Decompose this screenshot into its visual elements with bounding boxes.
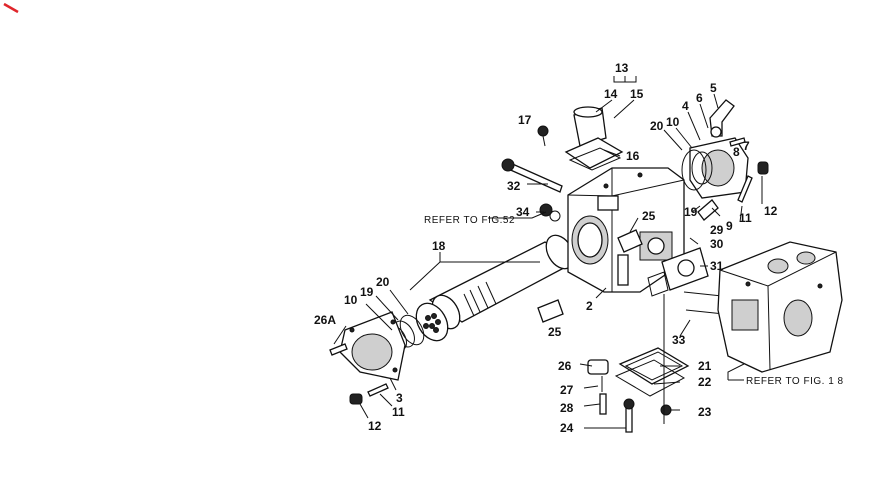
part-labels: 13 14 15 17 16 5 6 4 20 10 8 7 32 34 25 …: [314, 61, 778, 435]
label-18: 18: [432, 239, 446, 253]
leader-lines: [333, 76, 763, 429]
refer-fig-18: REFER TO FIG. 1 8: [746, 376, 844, 387]
o-ring-10-right: [691, 151, 713, 185]
label-33: 33: [672, 333, 686, 347]
label-10-right: 10: [666, 115, 680, 129]
filter-cap: [564, 106, 624, 171]
label-6: 6: [696, 91, 703, 105]
refer-fig-52: REFER TO FIG.52: [424, 215, 515, 226]
label-24: 24: [560, 421, 574, 435]
bolt-17-shank: [542, 135, 546, 147]
bolt-17: [537, 125, 549, 137]
label-26a: 26A: [314, 313, 336, 327]
nipple-25-upper: [617, 229, 643, 253]
label-32: 32: [507, 179, 521, 193]
label-23: 23: [698, 405, 712, 419]
label-11-right: 11: [739, 211, 752, 225]
end-cover: [339, 311, 406, 381]
label-13: 13: [615, 61, 629, 75]
label-31: 31: [710, 259, 724, 273]
red-corner-mark: [3, 2, 19, 14]
label-11-left: 11: [392, 405, 405, 419]
label-19-left: 19: [360, 285, 374, 299]
label-16: 16: [626, 149, 640, 163]
filter-element: [415, 302, 449, 342]
plug-34-washer: [549, 210, 561, 222]
main-housing: [567, 167, 685, 293]
bolt-24-head: [623, 398, 635, 410]
label-22: 22: [698, 375, 712, 389]
label-7: 7: [743, 139, 750, 153]
o-ring-20-left: [399, 314, 425, 346]
label-8: 8: [733, 145, 740, 159]
label-15: 15: [630, 87, 644, 101]
spring-9: [711, 207, 721, 217]
bolt-26a: [329, 343, 348, 356]
valve-cover-21: [618, 347, 690, 385]
label-20-right: 20: [650, 119, 664, 133]
filter-cartridge: [428, 234, 577, 330]
label-17: 17: [518, 113, 532, 127]
label-9: 9: [726, 219, 733, 233]
label-5: 5: [710, 81, 717, 95]
nut-12-bottom: [349, 393, 363, 405]
screw-7: [729, 137, 746, 147]
label-20-left: 20: [376, 275, 390, 289]
label-3: 3: [396, 391, 403, 405]
bolt-32-head: [501, 158, 515, 172]
plunger-26: [587, 359, 609, 375]
valve-29: [697, 199, 719, 221]
label-12-right: 12: [764, 204, 778, 218]
engine-block: [717, 241, 843, 373]
stud-11-right: [737, 175, 753, 203]
label-10-left: 10: [344, 293, 358, 307]
gasket-20-right: [681, 149, 707, 191]
bolt-23: [660, 404, 672, 416]
stud-11-bottom: [367, 383, 389, 397]
label-26: 26: [558, 359, 572, 373]
label-34: 34: [516, 205, 530, 219]
gasket-22: [614, 359, 686, 397]
nut-12-right: [757, 161, 769, 175]
nipple-25-lower: [537, 299, 564, 323]
label-4: 4: [682, 99, 689, 113]
label-30: 30: [710, 237, 724, 251]
label-19-right: 19: [684, 205, 698, 219]
label-25-upper: 25: [642, 209, 656, 223]
label-2: 2: [586, 299, 593, 313]
label-29: 29: [710, 223, 724, 237]
studs-33: [683, 291, 725, 315]
label-27: 27: [560, 383, 574, 397]
label-28: 28: [560, 401, 574, 415]
label-14: 14: [604, 87, 618, 101]
label-25-lower: 25: [548, 325, 562, 339]
label-12-left: 12: [368, 419, 382, 433]
pin-28: [599, 393, 607, 415]
gasket-30: [647, 271, 669, 297]
fitting-6: [710, 126, 722, 138]
label-21: 21: [698, 359, 712, 373]
